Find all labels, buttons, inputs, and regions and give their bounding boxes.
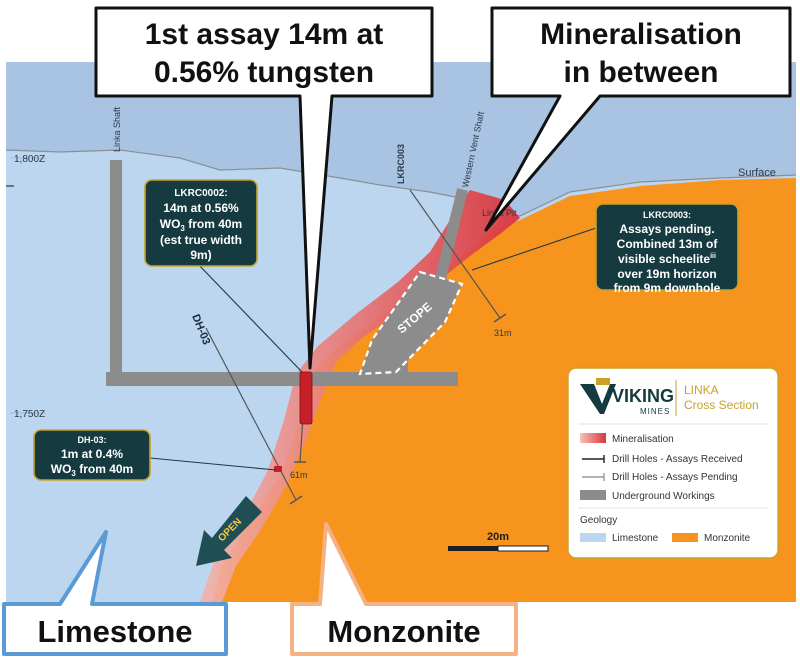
dh03-line2: WO3 from 40m <box>51 462 133 478</box>
legend-title-line1: LINKA <box>684 383 719 397</box>
western-vent-shaft <box>433 188 468 288</box>
dh03-info-box: DH-03: 1m at 0.4% WO3 from 40m <box>33 429 151 481</box>
legend-item-assays-pending: Drill Holes - Assays Pending <box>612 472 738 483</box>
lkrc0003-info-box: LKRC0003: Assays pending. Combined 13m o… <box>595 203 739 295</box>
stope-outline <box>358 270 464 376</box>
depth-31m-label: 31m <box>494 328 512 338</box>
limestone-callout: Limestone <box>2 530 228 656</box>
legend-swatch-monzonite <box>672 533 698 542</box>
legend-item-workings: Underground Workings <box>612 491 715 502</box>
elevation-label-1800: 1,800Z <box>14 154 45 165</box>
legend-geology-title: Geology <box>580 515 617 526</box>
scale-bar: 20m <box>448 531 549 552</box>
lkrc0002-line4: 9m) <box>190 248 211 262</box>
legend-brand-name: VIKING <box>612 386 674 406</box>
legend-brand-sub: MINES <box>640 407 670 416</box>
drill-hole-lkrc003-end <box>493 313 507 323</box>
legend-swatch-limestone <box>580 533 606 542</box>
monzonite-callout: Monzonite <box>290 522 518 656</box>
lkrc0003-line1: Assays pending. <box>619 222 714 236</box>
lkrc0002-info-box: LKRC0002: 14m at 0.56% WO3 from 40m (est… <box>144 179 258 267</box>
lkrc0002-line3: (est true width <box>160 233 242 247</box>
legend-swatch-mineralisation <box>580 433 606 443</box>
legend-title-line2: Cross Section <box>684 398 759 412</box>
mineralisation-line1: Mineralisation <box>540 18 742 51</box>
underground-level <box>106 372 458 386</box>
lkrc003-label: LKRC003 <box>396 144 406 184</box>
lkrc0003-line5: from 9m downhole <box>614 281 721 295</box>
first-assay-line2: 0.56% tungsten <box>154 56 374 89</box>
legend-swatch-workings <box>580 490 606 500</box>
first-assay-callout: 1st assay 14m at 0.56% tungsten <box>94 6 434 370</box>
surface-line <box>5 149 797 217</box>
mineralisation-zone <box>200 190 520 602</box>
legend-geology-monzonite: Monzonite <box>704 533 751 544</box>
linka-shaft-label: Linka Shaft <box>112 106 122 152</box>
linka-shaft <box>110 160 122 382</box>
lkrc0002-title: LKRC0002: <box>174 188 227 199</box>
dh03-title: DH-03: <box>77 435 106 445</box>
lkrc0003-line3: visible scheeliteiii <box>618 252 716 266</box>
depth-61m-label: 61m <box>290 470 308 480</box>
lkrc0003-title: LKRC0003: <box>643 210 691 220</box>
sky-area <box>6 62 796 216</box>
lkrc0003-line2: Combined 13m of <box>617 237 719 251</box>
limestone-callout-text: Limestone <box>37 614 192 649</box>
monzonite-callout-text: Monzonite <box>327 614 480 649</box>
lkrc0002-line2: WO3 from 40m <box>160 217 242 233</box>
surface-label: Surface <box>738 167 776 179</box>
drill-hole-lkrc003 <box>409 189 501 319</box>
legend-item-assays-received: Drill Holes - Assays Received <box>612 454 743 465</box>
open-arrow <box>196 496 262 566</box>
viking-logo-icon <box>580 378 616 414</box>
mineralisation-callout: Mineralisation in between <box>484 6 792 232</box>
pointer-lkrc0002 <box>195 261 303 373</box>
lkrc0003-line4: over 19m horizon <box>617 267 716 281</box>
pointer-lkrc0003 <box>471 227 597 271</box>
elevation-label-1750: 1,750Z <box>14 409 45 420</box>
dh03-intercept <box>274 466 282 472</box>
legend-item-mineralisation: Mineralisation <box>612 434 674 445</box>
legend-geology-limestone: Limestone <box>612 533 659 544</box>
lkrc0002-line1: 14m at 0.56% <box>163 201 239 215</box>
legend-panel: VIKING MINES LINKA Cross Section Mineral… <box>567 367 779 559</box>
mineralisation-line2: in between <box>563 56 718 89</box>
first-assay-line1: 1st assay 14m at <box>145 18 384 51</box>
scale-bar-label: 20m <box>487 531 509 543</box>
dh03-line1: 1m at 0.4% <box>61 447 123 461</box>
lkrc0002-intercept <box>299 371 313 425</box>
drill-hole-dh03-end <box>289 495 303 505</box>
pointer-dh03 <box>149 457 277 471</box>
